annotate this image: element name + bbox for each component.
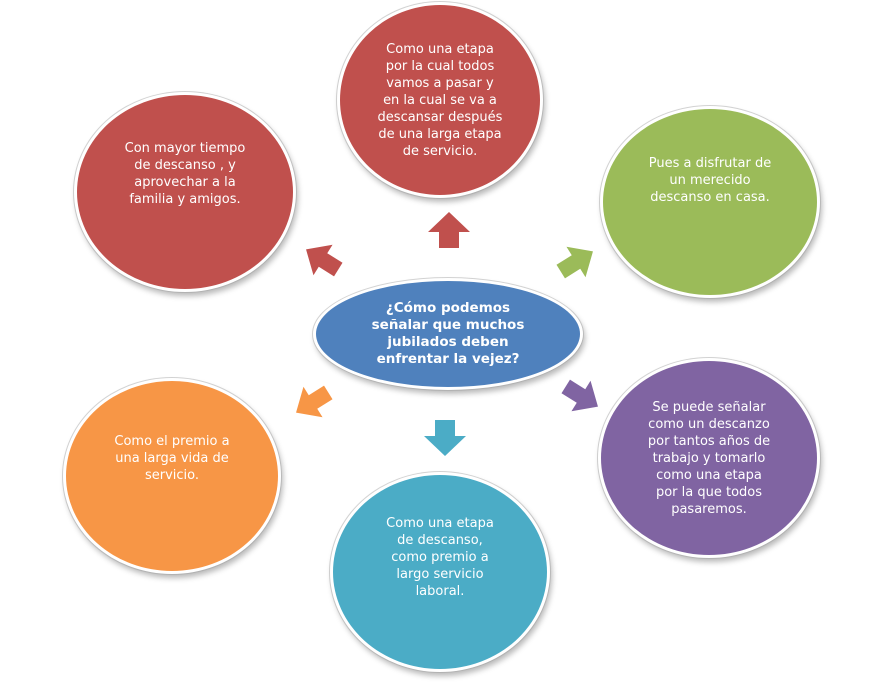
arrow-up-icon <box>428 212 470 248</box>
node-upper-left-text: Con mayor tiempo de descanso , y aprovec… <box>124 141 246 207</box>
node-bottom: Como una etapa de descanso, como premio … <box>330 472 550 672</box>
center-question-text: ¿Cómo podemos señalar que muchos jubilad… <box>371 300 525 367</box>
center-question-node: ¿Cómo podemos señalar que muchos jubilad… <box>313 278 583 390</box>
node-lower-right-text: Se puede señalar como un descanzo por ta… <box>647 399 771 517</box>
node-lower-left: Como el premio a una larga vida de servi… <box>63 378 281 574</box>
node-top-text: Como una etapa por la cual todos vamos a… <box>377 41 503 159</box>
node-top: Como una etapa por la cual todos vamos a… <box>337 2 543 198</box>
node-lower-right: Se puede señalar como un descanzo por ta… <box>598 358 820 558</box>
arrow-down-left-icon <box>296 385 333 418</box>
node-bottom-text: Como una etapa de descanso, como premio … <box>386 515 494 599</box>
node-upper-left: Con mayor tiempo de descanso , y aprovec… <box>74 92 296 292</box>
node-upper-right: Pues a disfrutar de un merecido descanso… <box>600 106 820 298</box>
arrow-up-right-icon <box>556 246 593 279</box>
arrow-down-right-icon <box>561 379 598 412</box>
arrow-up-left-icon <box>306 244 343 277</box>
node-lower-left-text: Como el premio a una larga vida de servi… <box>114 433 230 483</box>
arrow-down-icon <box>424 420 466 456</box>
node-upper-right-text: Pues a disfrutar de un merecido descanso… <box>648 155 772 205</box>
